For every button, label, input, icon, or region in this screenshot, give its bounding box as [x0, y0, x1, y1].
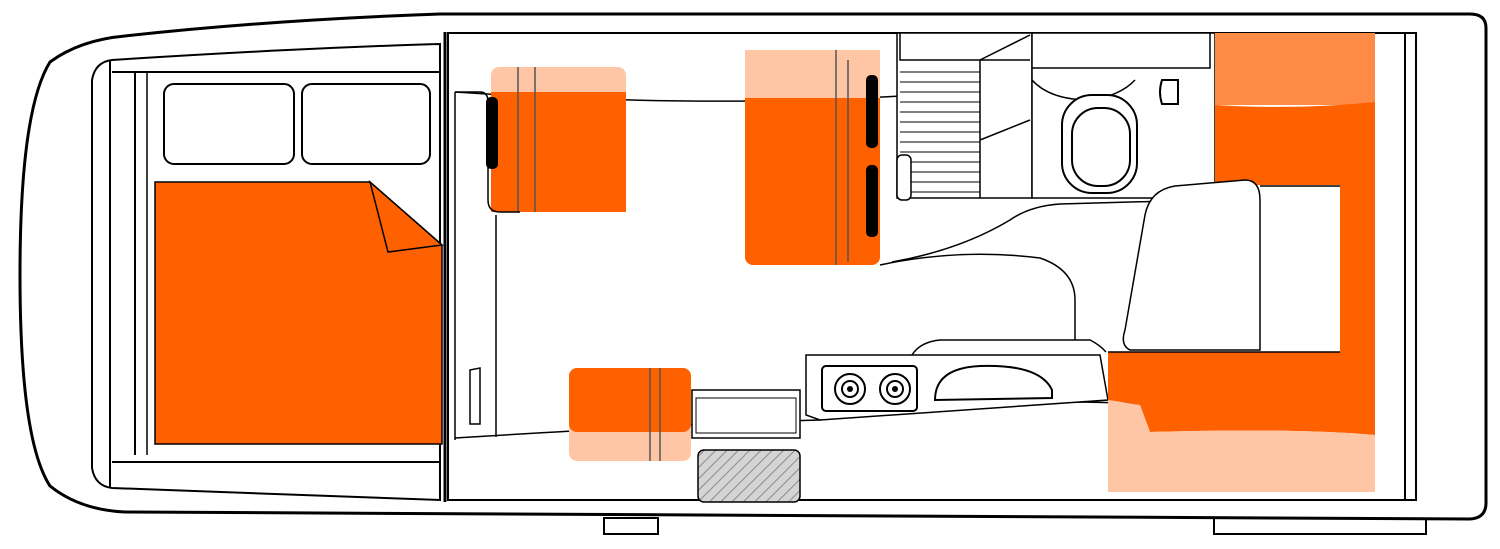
cab-inner — [91, 42, 441, 502]
counter-top-edge — [911, 339, 1107, 356]
burner-left-icon — [834, 373, 866, 405]
wardrobe-door — [899, 33, 1031, 198]
wardrobe-pole — [896, 154, 912, 201]
entry-wall-left — [454, 92, 497, 440]
rear-lounge-lower — [1108, 352, 1375, 435]
wardrobe — [896, 32, 1033, 199]
overcab-cushion-left — [163, 83, 295, 165]
front-double-bed — [154, 181, 443, 445]
kitchen-drawer — [695, 397, 797, 434]
cab-seat-driver-top — [745, 50, 880, 98]
entry-step — [697, 449, 801, 503]
cab-seat-passenger-back — [517, 67, 536, 212]
wardrobe-shelves — [900, 71, 980, 193]
cab-seat-driver — [745, 50, 880, 265]
washroom-shelf — [1032, 33, 1211, 69]
rear-lounge-bottom-light — [1108, 400, 1375, 492]
tap-icon — [1159, 79, 1179, 105]
dinette-seat-lower-back — [649, 368, 661, 461]
driver-belt-1 — [866, 75, 878, 148]
rear-table — [1122, 179, 1261, 351]
burner-right-icon — [879, 373, 911, 405]
passenger-belt — [486, 97, 498, 169]
toilet-icon — [1061, 94, 1138, 194]
kitchen-sink — [933, 364, 1053, 402]
wheel-front — [603, 517, 659, 535]
grab-handle — [469, 367, 481, 425]
bed-fold-corner — [368, 179, 444, 253]
walkway-curve — [879, 253, 1076, 340]
wheel-rear — [1213, 517, 1427, 535]
cab-seat-passenger-cushion — [491, 92, 626, 212]
cab-seat-driver-back — [835, 50, 849, 265]
rear-lounge-top-light — [1215, 33, 1375, 105]
driver-belt-2 — [866, 165, 878, 237]
dinette-seat-lower-cushion — [569, 368, 691, 432]
overcab-cushion-right — [301, 83, 431, 165]
rear-lounge-upper — [1215, 102, 1375, 352]
